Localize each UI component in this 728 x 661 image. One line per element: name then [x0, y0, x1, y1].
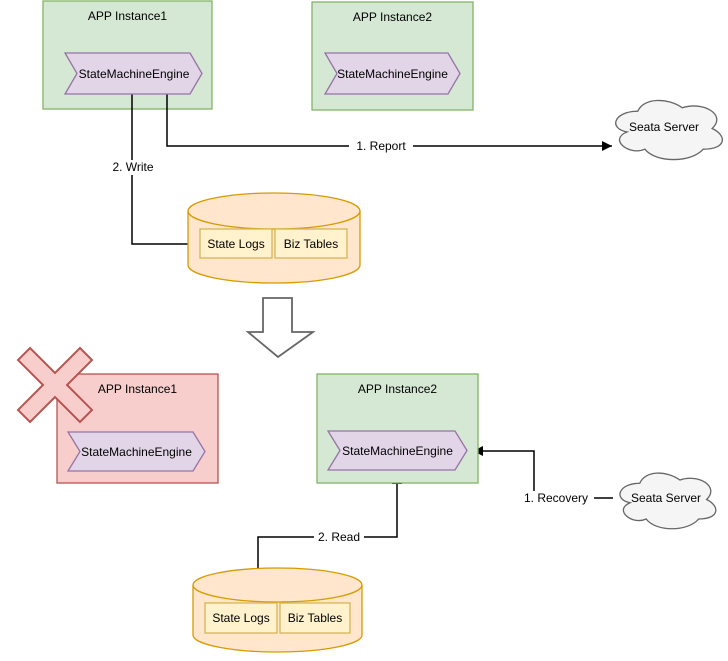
bottom-biz-tables-label: Biz Tables	[288, 611, 342, 625]
top-biz-tables-label: Biz Tables	[284, 237, 338, 251]
top-state-machine-engine2-label: StateMachineEngine	[337, 67, 448, 81]
report-arrow-label-bg	[349, 139, 413, 154]
read-arrow-label: 2. Read	[318, 530, 360, 544]
bottom-state-logs-table	[204, 602, 278, 634]
top-state-machine-engine1-chevron	[63, 52, 203, 95]
bottom-biz-tables-table	[279, 602, 351, 634]
top-app-instance2-title: APP Instance2	[353, 10, 432, 24]
recovery-arrow-label-bg	[518, 491, 594, 506]
top-database-cylinder	[187, 192, 361, 284]
top-state-machine-engine2-chevron	[323, 52, 461, 95]
top-seata-server-label: Seata Server	[629, 120, 699, 134]
write-arrow-label-bg	[108, 160, 158, 175]
bottom-app-instance2-title: APP Instance2	[358, 382, 437, 396]
report-arrow	[166, 94, 612, 151]
bottom-app-instance1-title: APP Instance1	[98, 382, 177, 396]
bottom-state-logs-label: State Logs	[212, 611, 269, 625]
bottom-state-machine-engine2-label: StateMachineEngine	[342, 444, 453, 458]
bottom-state-machine-engine1-label: StateMachineEngine	[81, 445, 192, 459]
write-arrow-label: 2. Write	[112, 160, 153, 174]
transition-down-arrow	[245, 297, 316, 359]
report-arrow-label: 1. Report	[356, 139, 406, 153]
top-state-logs-table	[199, 228, 273, 259]
write-arrow	[131, 94, 199, 249]
top-database-cylinder-lid	[187, 210, 361, 230]
bottom-seata-server-cloud	[619, 472, 717, 530]
recovery-arrow-label: 1. Recovery	[524, 491, 588, 505]
top-state-logs-label: State Logs	[207, 237, 264, 251]
bottom-state-machine-engine2-chevron	[326, 430, 468, 471]
read-arrow-label-bg	[314, 530, 364, 545]
top-state-machine-engine1-label: StateMachineEngine	[79, 67, 190, 81]
failure-cross-icon	[16, 346, 94, 424]
bottom-state-machine-engine1-chevron	[66, 431, 206, 472]
bottom-seata-server-label: Seata Server	[631, 491, 701, 505]
top-app-instance1-title: APP Instance1	[88, 9, 167, 23]
top-seata-server-cloud	[615, 99, 723, 161]
top-biz-tables-table	[274, 228, 348, 259]
bottom-database-cylinder-lid	[192, 584, 363, 603]
